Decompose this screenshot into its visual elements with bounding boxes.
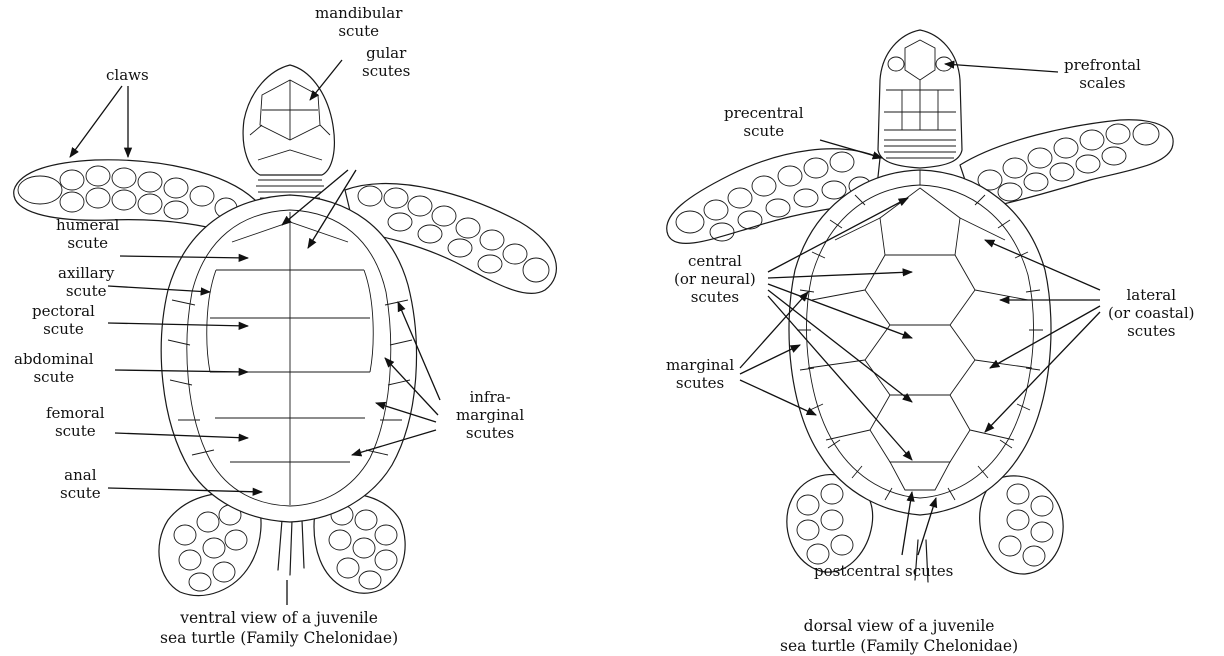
label-line: gular	[362, 44, 410, 62]
label-line: humeral	[56, 216, 119, 234]
label-precentral-scute: precentral scute	[724, 104, 804, 140]
label-femoral-scute: femoral scute	[46, 404, 105, 440]
label-line: scutes	[362, 62, 410, 80]
label-line: (or coastal)	[1108, 304, 1195, 322]
caption-dorsal-view: dorsal view of a juvenile sea turtle (Fa…	[780, 616, 1018, 656]
label-line: scute	[46, 422, 105, 440]
caption-line: dorsal view of a juvenile	[780, 616, 1018, 636]
label-line: mandibular	[315, 4, 402, 22]
label-inframarginal-scutes: infra- marginal scutes	[456, 388, 524, 442]
label-marginal-scutes: marginal scutes	[666, 356, 734, 392]
label-line: infra-	[456, 388, 524, 406]
label-line: scutes	[1108, 322, 1195, 340]
ventral-head	[243, 65, 334, 175]
caption-line: sea turtle (Family Chelonidae)	[160, 628, 398, 648]
label-gular-scutes: gular scutes	[362, 44, 410, 80]
label-line: scute	[32, 320, 95, 338]
label-anal-scute: anal scute	[60, 466, 101, 502]
caption-line: ventral view of a juvenile	[160, 608, 398, 628]
label-line: anal	[60, 466, 101, 484]
label-central-scutes: central (or neural) scutes	[674, 252, 756, 306]
label-line: scales	[1064, 74, 1141, 92]
label-line: lateral	[1108, 286, 1195, 304]
label-lateral-scutes: lateral (or coastal) scutes	[1108, 286, 1195, 340]
caption-line: sea turtle (Family Chelonidae)	[780, 636, 1018, 656]
label-axillary-scute: axillary scute	[58, 264, 114, 300]
label-postcentral-scutes: postcentral scutes	[814, 562, 953, 580]
caption-ventral-view: ventral view of a juvenile sea turtle (F…	[160, 608, 398, 648]
label-line: scute	[14, 368, 94, 386]
label-line: prefrontal	[1064, 56, 1141, 74]
label-line: marginal	[666, 356, 734, 374]
label-prefrontal-scales: prefrontal scales	[1064, 56, 1141, 92]
ventral-shell	[161, 195, 416, 522]
label-line: (or neural)	[674, 270, 756, 288]
label-line: axillary	[58, 264, 114, 282]
label-humeral-scute: humeral scute	[56, 216, 119, 252]
label-line: scute	[315, 22, 402, 40]
label-pectoral-scute: pectoral scute	[32, 302, 95, 338]
label-line: scute	[724, 122, 804, 140]
label-line: precentral	[724, 104, 804, 122]
label-line: claws	[106, 66, 149, 84]
label-line: scute	[60, 484, 101, 502]
label-line: scute	[58, 282, 114, 300]
label-claws: claws	[106, 66, 149, 84]
ventral-turtle-drawing	[14, 65, 557, 596]
dorsal-carapace	[789, 170, 1051, 515]
label-line: scutes	[674, 288, 756, 306]
label-line: marginal	[456, 406, 524, 424]
label-line: abdominal	[14, 350, 94, 368]
label-line: scutes	[666, 374, 734, 392]
label-line: postcentral scutes	[814, 562, 953, 580]
label-abdominal-scute: abdominal scute	[14, 350, 94, 386]
label-line: scute	[56, 234, 119, 252]
dorsal-right-rear-flipper	[980, 476, 1063, 574]
label-line: pectoral	[32, 302, 95, 320]
label-line: femoral	[46, 404, 105, 422]
label-mandibular-scute: mandibular scute	[315, 4, 402, 40]
label-line: scutes	[456, 424, 524, 442]
label-line: central	[674, 252, 756, 270]
